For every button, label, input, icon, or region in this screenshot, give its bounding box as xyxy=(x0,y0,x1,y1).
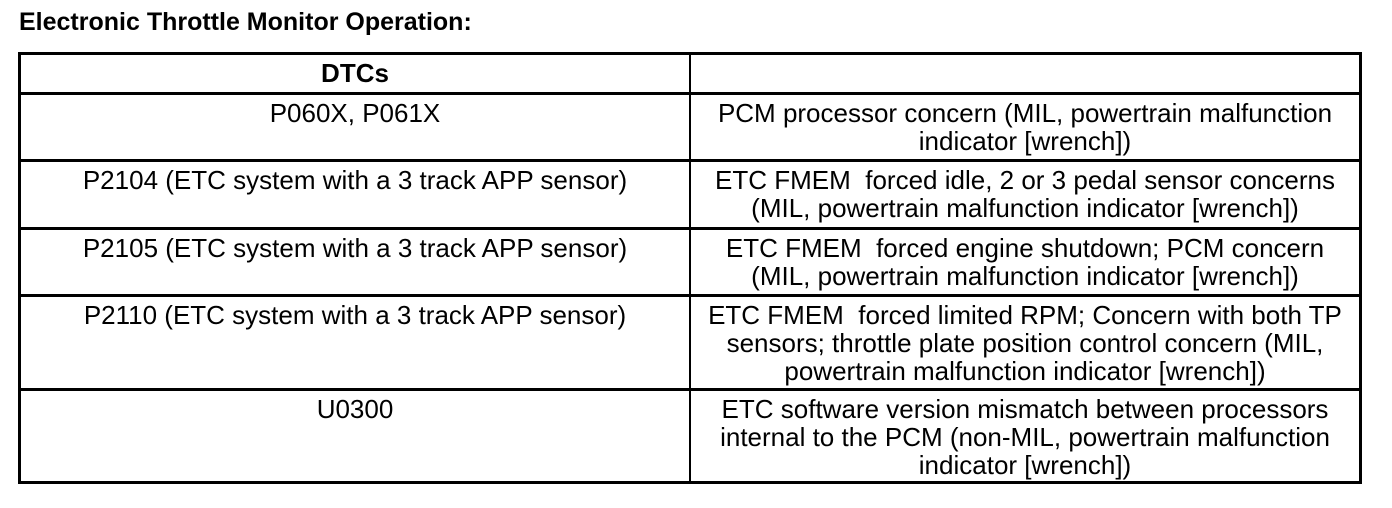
dtc-cell: P060X, P061X xyxy=(18,92,691,162)
table-row: P2105 (ETC system with a 3 track APP sen… xyxy=(18,227,1362,297)
description-cell: ETC FMEM forced engine shutdown; PCM con… xyxy=(689,227,1362,297)
dtc-column-header: DTCs xyxy=(18,52,691,95)
description-cell: ETC software version mismatch between pr… xyxy=(689,388,1362,484)
table-row: P2110 (ETC system with a 3 track APP sen… xyxy=(18,294,1362,391)
table-header-row: DTCs xyxy=(18,52,1362,95)
dtc-cell: P2110 (ETC system with a 3 track APP sen… xyxy=(18,294,691,391)
dtc-cell: P2105 (ETC system with a 3 track APP sen… xyxy=(18,227,691,297)
dtc-cell: P2104 (ETC system with a 3 track APP sen… xyxy=(18,159,691,230)
dtc-table: DTCs P060X, P061X PCM processor concern … xyxy=(18,52,1362,484)
dtc-cell: U0300 xyxy=(18,388,691,484)
page-title: Electronic Throttle Monitor Operation: xyxy=(19,8,472,36)
description-column-header xyxy=(689,52,1362,95)
table-row: P2104 (ETC system with a 3 track APP sen… xyxy=(18,159,1362,230)
description-cell: ETC FMEM forced idle, 2 or 3 pedal senso… xyxy=(689,159,1362,230)
description-cell: PCM processor concern (MIL, powertrain m… xyxy=(689,92,1362,162)
table-row: U0300 ETC software version mismatch betw… xyxy=(18,388,1362,484)
description-cell: ETC FMEM forced limited RPM; Concern wit… xyxy=(689,294,1362,391)
table-row: P060X, P061X PCM processor concern (MIL,… xyxy=(18,92,1362,162)
